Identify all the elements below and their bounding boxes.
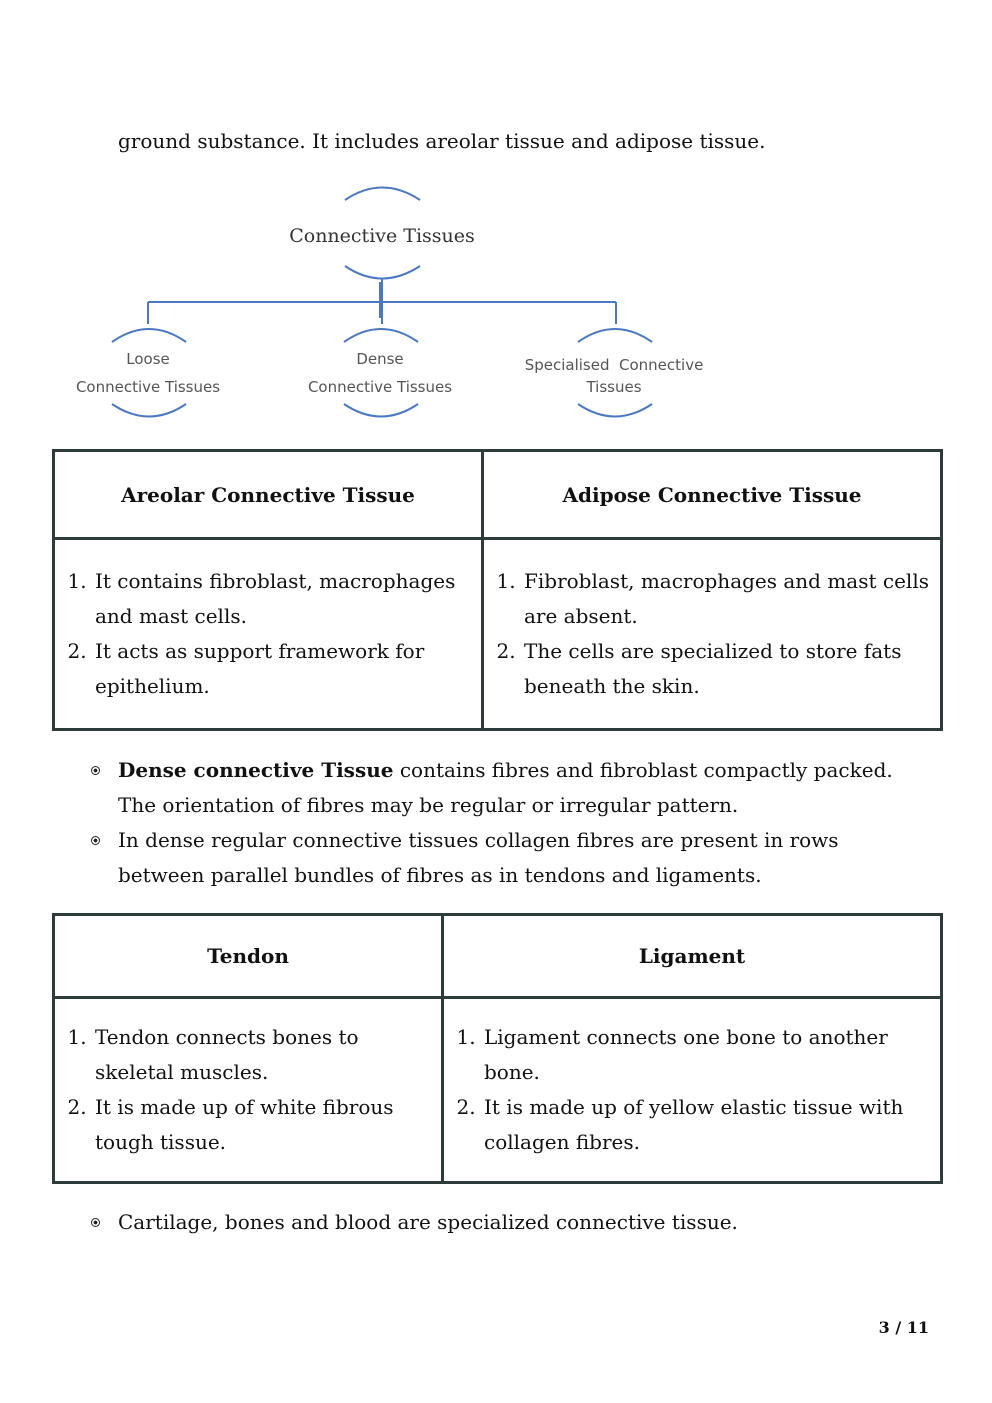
list-item: It acts as support framework for epithel…: [93, 634, 473, 704]
diagram-root-label: Connective Tissues: [289, 225, 475, 247]
list-item: Tendon connects bones to skeletal muscle…: [93, 1020, 433, 1090]
bullet-text: In dense regular connective tissues coll…: [118, 828, 839, 887]
areolar-adipose-table: Areolar Connective Tissue Adipose Connec…: [52, 449, 943, 731]
list-item: It is made up of white fibrous tough tis…: [93, 1090, 433, 1160]
root-top-arc: [344, 186, 421, 201]
bullet-item: In dense regular connective tissues coll…: [91, 823, 908, 893]
table-header-row: Areolar Connective Tissue Adipose Connec…: [52, 449, 943, 540]
table-cell: Ligament connects one bone to another bo…: [441, 996, 943, 1184]
table-header-cell: Areolar Connective Tissue: [52, 449, 484, 540]
specialised-label-line2: Tissues: [585, 378, 641, 396]
loose-label-line2: Connective Tissues: [76, 378, 220, 396]
list-item: Fibroblast, macrophages and mast cells a…: [522, 564, 932, 634]
dense-label-line2: Connective Tissues: [308, 378, 452, 396]
specialised-top-arc: [577, 328, 653, 343]
loose-label-line1: Loose: [126, 350, 170, 368]
table-cell: Tendon connects bones to skeletal muscle…: [52, 996, 444, 1184]
table-row: It contains fibroblast, macrophages and …: [52, 537, 943, 731]
table-row: Tendon connects bones to skeletal muscle…: [52, 996, 943, 1184]
bold-term: Dense connective Tissue: [118, 758, 394, 782]
list-item: It contains fibroblast, macrophages and …: [93, 564, 473, 634]
specialised-bottom-arc: [577, 403, 653, 418]
page-number: 3 / 11: [878, 1318, 929, 1337]
bullet-item: Cartilage, bones and blood are specializ…: [91, 1205, 908, 1240]
dense-top-arc: [343, 328, 419, 343]
specialised-label-line1: Specialised Connective: [525, 356, 704, 374]
table-header-cell: Adipose Connective Tissue: [481, 449, 943, 540]
loose-top-arc: [111, 328, 187, 343]
table-cell: It contains fibroblast, macrophages and …: [52, 537, 484, 731]
list-item: It is made up of yellow elastic tissue w…: [482, 1090, 932, 1160]
table-header-cell: Tendon: [52, 913, 444, 999]
bullet-list: Dense connective Tissue contains fibres …: [91, 753, 908, 893]
bullet-icon: [91, 766, 100, 775]
table-header-cell: Ligament: [441, 913, 943, 999]
connective-tissue-diagram: Connective Tissues Loose Connective Tiss…: [76, 186, 704, 418]
bullet-text: contains fibres and fibroblast compactly…: [118, 758, 893, 817]
table-cell: Fibroblast, macrophages and mast cells a…: [481, 537, 943, 731]
bullet-list: Cartilage, bones and blood are specializ…: [91, 1205, 908, 1240]
dense-label-line1: Dense: [356, 350, 403, 368]
bullet-text: Cartilage, bones and blood are specializ…: [118, 1210, 738, 1234]
bullet-item: Dense connective Tissue contains fibres …: [91, 753, 908, 823]
bullet-icon: [91, 836, 100, 845]
list-item: The cells are specialized to store fats …: [522, 634, 932, 704]
loose-bottom-arc: [111, 403, 187, 418]
table-header-row: Tendon Ligament: [52, 913, 943, 999]
list-item: Ligament connects one bone to another bo…: [482, 1020, 932, 1090]
root-bottom-arc: [344, 265, 421, 280]
intro-paragraph: ground substance. It includes areolar ti…: [118, 129, 766, 153]
bullet-icon: [91, 1218, 100, 1227]
dense-bottom-arc: [343, 403, 419, 418]
tendon-ligament-table: Tendon Ligament Tendon connects bones to…: [52, 913, 943, 1184]
